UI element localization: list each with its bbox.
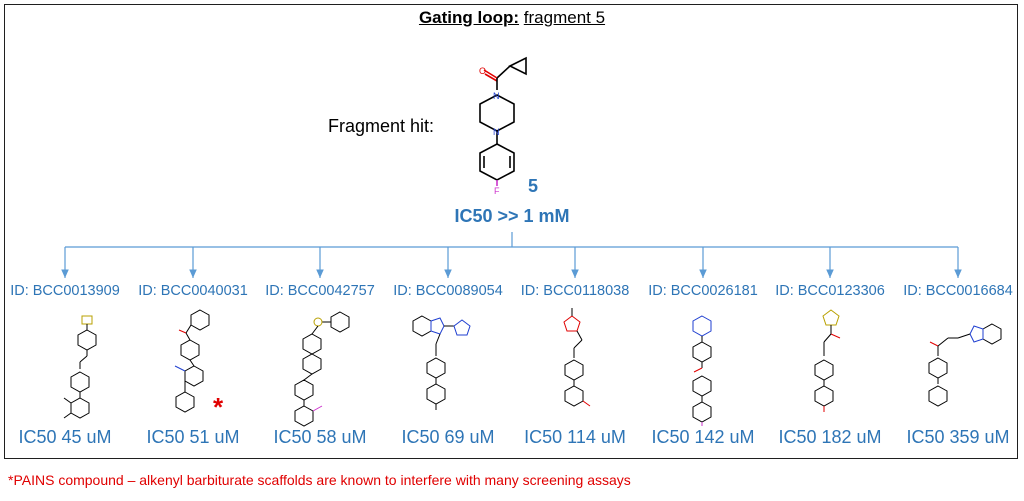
figure-frame bbox=[4, 4, 1018, 459]
compound-2-structure bbox=[174, 309, 210, 413]
cyclopropyl-ring bbox=[508, 56, 527, 76]
compound-3-structure bbox=[294, 311, 350, 427]
compound-4-id: ID: BCC0089054 bbox=[393, 283, 503, 299]
oxygen-atom: O bbox=[479, 66, 486, 76]
pains-marker: * bbox=[213, 392, 224, 422]
nitrogen-atom: N bbox=[493, 91, 500, 101]
compound-2-ic50: IC50 51 uM bbox=[146, 427, 240, 447]
figure-title: Gating loop: fragment 5 bbox=[0, 8, 1024, 28]
compound-7-structure bbox=[814, 309, 841, 412]
compound-2-id: ID: BCC0040031 bbox=[138, 283, 248, 299]
fragment-5-structure bbox=[479, 56, 527, 186]
pains-footnote: *PAINS compound – alkenyl barbiturate sc… bbox=[8, 472, 631, 488]
fluorophenyl-ring bbox=[479, 143, 515, 181]
compound-6-structure bbox=[692, 315, 712, 426]
nitrogen-atom: N bbox=[493, 127, 500, 137]
compound-8-id: ID: BCC0016684 bbox=[903, 283, 1013, 299]
compound-1-ic50: IC50 45 uM bbox=[18, 427, 112, 447]
compound-5-ic50: IC50 114 uM bbox=[524, 427, 626, 447]
connector-tree bbox=[61, 232, 962, 278]
title-bold: Gating loop: bbox=[418, 8, 520, 27]
compound-8-structure bbox=[928, 323, 1002, 407]
compound-8-ic50: IC50 359 uM bbox=[906, 427, 1010, 447]
compound-7-id: ID: BCC0123306 bbox=[775, 283, 885, 299]
title-rest: fragment 5 bbox=[523, 8, 606, 27]
fragment-hit-label: Fragment hit: bbox=[328, 116, 435, 136]
compound-5-id: ID: BCC0118038 bbox=[520, 283, 630, 299]
compound-3-ic50: IC50 58 uM bbox=[273, 427, 367, 447]
compound-6-ic50: IC50 142 uM bbox=[651, 427, 755, 447]
compound-1-id: ID: BCC0013909 bbox=[10, 283, 120, 299]
compound-1-structure bbox=[63, 315, 97, 419]
compound-3-id: ID: BCC0042757 bbox=[265, 283, 375, 299]
fragment-ic50: IC50 >> 1 mM bbox=[454, 206, 570, 226]
fluorine-atom: F bbox=[494, 186, 500, 196]
compound-6-id: ID: BCC0026181 bbox=[648, 283, 758, 299]
compound-4-structure bbox=[412, 315, 471, 410]
fragment-number: 5 bbox=[528, 176, 539, 196]
fragment-5-atom-labels: O N N F bbox=[479, 66, 500, 196]
compound-4-ic50: IC50 69 uM bbox=[401, 427, 495, 447]
compound-7-ic50: IC50 182 uM bbox=[778, 427, 882, 447]
compound-5-structure bbox=[563, 308, 591, 407]
